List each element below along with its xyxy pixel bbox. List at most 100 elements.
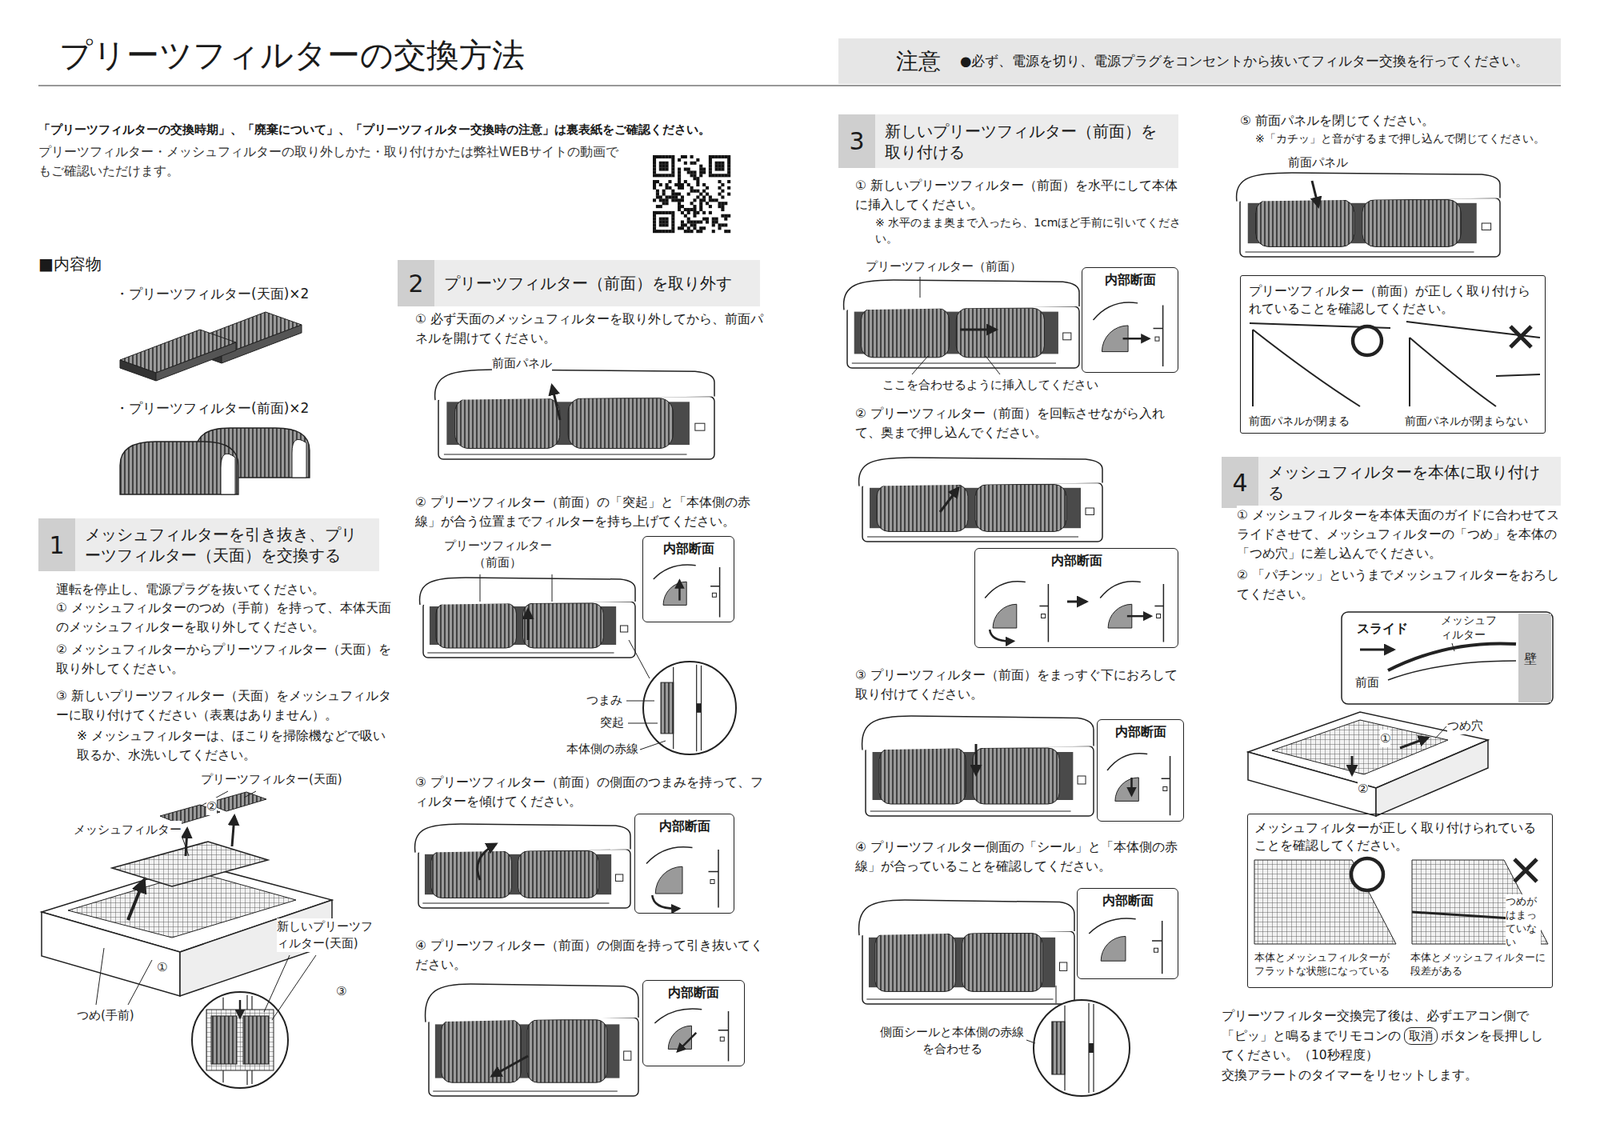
qr-module (680, 204, 684, 208)
qr-module (652, 220, 656, 224)
qr-module (687, 208, 691, 212)
cross-section (1093, 302, 1164, 367)
step-header: 4メッシュフィルターを本体に取り付ける (1221, 456, 1561, 508)
leader-line (912, 356, 928, 375)
motion-arrow (1312, 180, 1319, 207)
qr-module (677, 186, 681, 190)
qr-module (665, 229, 669, 233)
qr-module (692, 170, 696, 174)
qr-module (687, 217, 691, 221)
qr-module (680, 211, 684, 215)
air-conditioner (425, 984, 639, 1096)
qr-module (715, 155, 719, 159)
qr-module (720, 164, 724, 168)
front-panel (435, 369, 715, 400)
rail-mark (1154, 948, 1159, 952)
label: メッシュフィルター (73, 820, 182, 839)
qr-module (715, 164, 719, 168)
qr-module (680, 183, 684, 187)
label: ・プリーツフィルター(前面)×2 (115, 398, 309, 418)
qr-module (712, 173, 716, 177)
qr-module (727, 170, 731, 174)
motion-arrow (989, 629, 1014, 641)
qr-module (702, 195, 706, 199)
qr-module (708, 168, 712, 172)
title-rule (38, 84, 1561, 86)
qr-module (671, 214, 675, 218)
section-box: 内部断面 (1081, 267, 1179, 373)
motion-arrow (552, 385, 560, 420)
label: スライド (1356, 619, 1408, 639)
label: 運転を停止し、電源プラグを抜いてください。 (56, 580, 392, 600)
qr-module (665, 155, 669, 159)
qr-module (662, 201, 666, 205)
motion-arrow (477, 844, 496, 880)
body-section (1154, 584, 1164, 643)
qr-module (699, 168, 703, 172)
leader-line (264, 955, 290, 1012)
label: ※「カチッ」と音がするまで押し込んで閉じてください。 (1255, 130, 1560, 147)
section-box: 内部断面 (1076, 888, 1179, 980)
qr-module (708, 195, 712, 199)
zoom-circle (1033, 1000, 1130, 1096)
zoom-circle (192, 992, 288, 1088)
qr-module (662, 217, 666, 221)
front-panel (859, 457, 1103, 487)
qr-module (659, 155, 663, 159)
qr-module (671, 155, 675, 159)
qr-module (656, 229, 660, 233)
leader-line (628, 723, 658, 724)
qr-module (662, 211, 666, 215)
qr-module (692, 220, 696, 224)
qr-module (677, 170, 681, 174)
qr-module (656, 180, 660, 184)
qr-module (690, 189, 694, 193)
qr-module (674, 198, 678, 202)
qr-module (717, 155, 721, 159)
step-number: 4 (1221, 456, 1259, 508)
qr-module (677, 180, 681, 184)
label: プリーツフィルター（前面） (865, 257, 1022, 276)
remote-button: 取消 (1404, 1027, 1438, 1045)
pleated-filter (956, 308, 1044, 358)
qr-module (677, 208, 681, 212)
qr-module (665, 161, 669, 165)
qr-module (717, 186, 721, 190)
qr-module (690, 186, 694, 190)
ng-mark (1510, 326, 1532, 348)
pleated-filter (455, 398, 560, 449)
step-header: 1メッシュフィルターを引き抜き、プリーツフィルター（天面）を交換する (38, 518, 380, 572)
pleated-filter (568, 398, 673, 449)
label: ③ 新しいプリーツフィルター（天面）をメッシュフィルターに取り付けてください（表… (56, 686, 392, 725)
qr-module (677, 226, 681, 230)
front-panel (862, 716, 1094, 751)
panel-section (1100, 581, 1141, 599)
node-text: 内部断面 (635, 817, 734, 836)
qr-module (720, 214, 724, 218)
top-filter (120, 329, 236, 381)
step-header: 3新しいプリーツフィルター（前面）を取り付ける (838, 114, 1179, 168)
qr-module (671, 226, 675, 230)
qr-module (671, 189, 675, 193)
qr-module (656, 195, 660, 199)
section-box: 内部断面 (634, 813, 735, 914)
qr-module (727, 229, 731, 233)
qr-module (662, 161, 666, 165)
qr-module (659, 211, 663, 215)
wall (1518, 613, 1552, 703)
qr-module (656, 155, 660, 159)
qr-module (665, 183, 669, 187)
air-conditioner (844, 280, 1080, 368)
qr-module (659, 204, 663, 208)
pleated-filter (972, 748, 1060, 804)
qr-module (717, 168, 721, 172)
zoom-outline (643, 661, 736, 755)
qr-module (659, 217, 663, 221)
qr-module (727, 173, 731, 177)
qr-module (720, 201, 724, 205)
step-number: 1 (38, 518, 76, 572)
qr-module (659, 223, 663, 227)
leader-line (182, 837, 189, 856)
filter-side (120, 360, 156, 381)
qr-module (665, 173, 669, 177)
